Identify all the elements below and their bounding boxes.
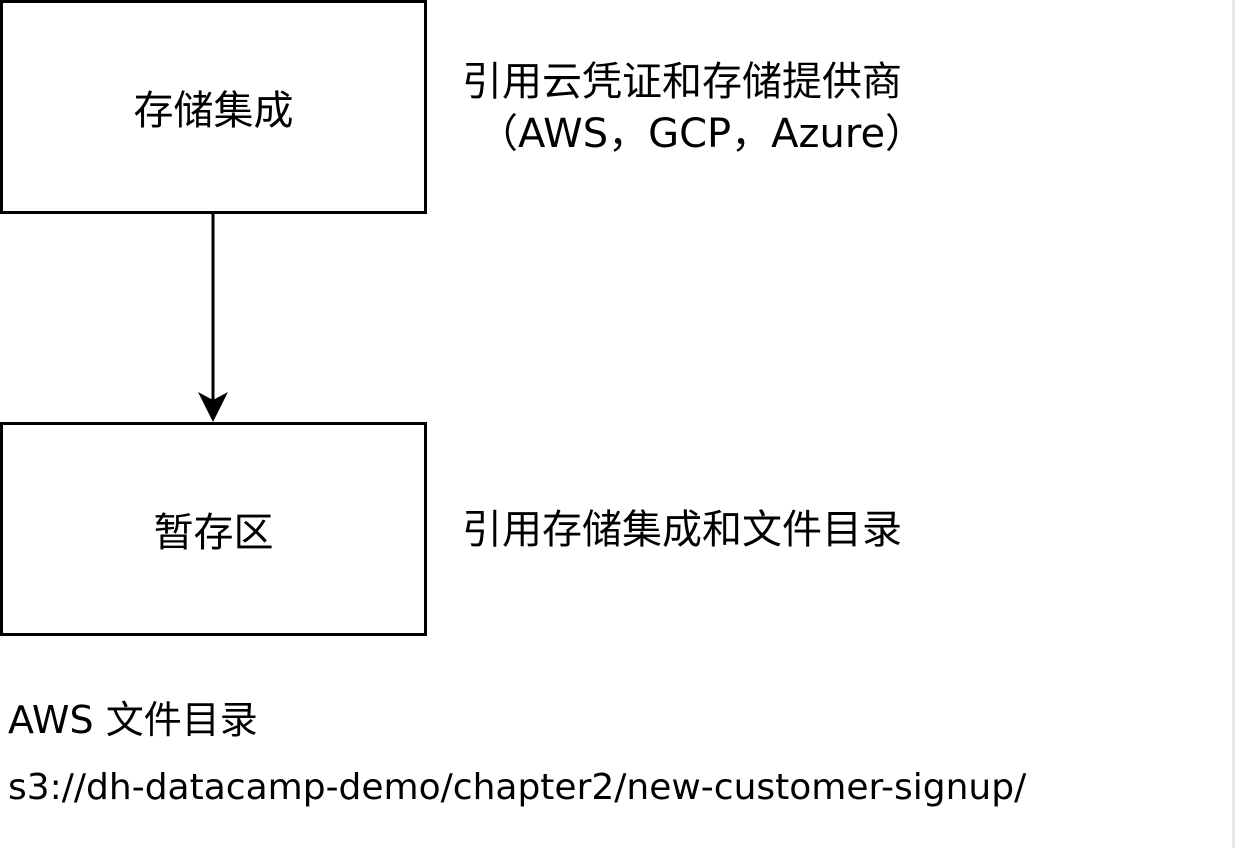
page-right-edge: [1232, 0, 1235, 848]
storage-integration-node: 存储集成: [0, 0, 427, 214]
stage-note: 引用存储集成和文件目录: [462, 507, 902, 553]
stage-label: 暂存区: [153, 510, 274, 556]
stage-node: 暂存区: [0, 422, 427, 636]
footer-path: s3://dh-datacamp-demo/chapter2/new-custo…: [8, 767, 1027, 808]
storage-integration-label: 存储集成: [133, 88, 294, 134]
storage-integration-note-line1: 引用云凭证和存储提供商: [462, 59, 902, 105]
flow-arrow-head: [198, 392, 228, 422]
flow-arrow: [198, 212, 228, 422]
storage-integration-note-line2: （AWS，GCP，Azure）: [478, 111, 926, 157]
footer-title: AWS 文件目录: [8, 698, 258, 742]
